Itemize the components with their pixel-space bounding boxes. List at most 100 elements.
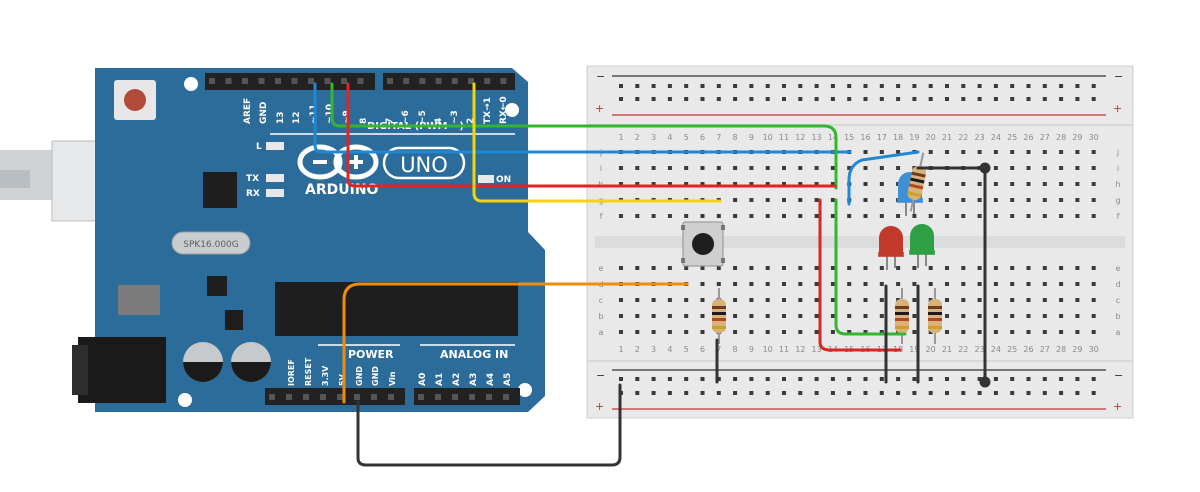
rail-hole[interactable] — [667, 391, 672, 395]
breadboard-hole[interactable] — [651, 314, 656, 318]
header-pin[interactable] — [357, 78, 364, 84]
breadboard-hole[interactable] — [1010, 198, 1015, 202]
rail-hole[interactable] — [765, 84, 770, 88]
breadboard-hole[interactable] — [863, 282, 868, 286]
breadboard-hole[interactable] — [635, 214, 640, 218]
breadboard-hole[interactable] — [961, 298, 966, 302]
rail-hole[interactable] — [1026, 391, 1031, 395]
rail-hole[interactable] — [863, 377, 868, 381]
breadboard-hole[interactable] — [993, 198, 998, 202]
breadboard-hole[interactable] — [945, 150, 949, 154]
breadboard-hole[interactable] — [1091, 150, 1096, 154]
header-pin[interactable] — [388, 394, 394, 400]
breadboard-hole[interactable] — [830, 298, 835, 302]
breadboard-hole[interactable] — [912, 330, 917, 334]
breadboard-hole[interactable] — [667, 214, 672, 218]
rail-hole[interactable] — [765, 377, 770, 381]
breadboard-hole[interactable] — [912, 314, 917, 318]
rail-hole[interactable] — [961, 97, 966, 101]
breadboard-hole[interactable] — [1010, 166, 1015, 170]
rail-hole[interactable] — [1026, 377, 1031, 381]
rail-hole[interactable] — [1010, 84, 1015, 88]
breadboard-hole[interactable] — [977, 214, 982, 218]
header-pin[interactable] — [435, 78, 442, 84]
breadboard-hole[interactable] — [651, 166, 656, 170]
breadboard-hole[interactable] — [1010, 214, 1015, 218]
breadboard-hole[interactable] — [879, 166, 884, 170]
header-pin[interactable] — [242, 78, 248, 84]
header-pin[interactable] — [468, 78, 474, 84]
breadboard-hole[interactable] — [1010, 182, 1015, 186]
rail-hole[interactable] — [749, 391, 754, 395]
rail-hole[interactable] — [847, 97, 852, 101]
breadboard-hole[interactable] — [765, 214, 770, 218]
breadboard-hole[interactable] — [667, 298, 672, 302]
breadboard-hole[interactable] — [635, 298, 640, 302]
rail-hole[interactable] — [635, 84, 640, 88]
breadboard-hole[interactable] — [765, 166, 770, 170]
rail-hole[interactable] — [1059, 377, 1064, 381]
breadboard-hole[interactable] — [1059, 150, 1064, 154]
rail-hole[interactable] — [765, 97, 770, 101]
breadboard-hole[interactable] — [896, 282, 901, 286]
breadboard-hole[interactable] — [635, 182, 640, 186]
rail-hole[interactable] — [928, 391, 933, 395]
rail-hole[interactable] — [749, 84, 754, 88]
rail-hole[interactable] — [977, 377, 982, 381]
header-pin[interactable] — [225, 78, 232, 84]
breadboard-hole[interactable] — [993, 214, 998, 218]
breadboard-hole[interactable] — [765, 198, 770, 202]
breadboard-hole[interactable] — [684, 166, 689, 170]
breadboard-hole[interactable] — [733, 166, 738, 170]
rail-hole[interactable] — [651, 84, 656, 88]
header-pin[interactable] — [337, 394, 343, 400]
breadboard-hole[interactable] — [782, 214, 786, 218]
breadboard-hole[interactable] — [684, 266, 689, 270]
rail-hole[interactable] — [879, 97, 884, 101]
breadboard-hole[interactable] — [749, 330, 754, 334]
breadboard-hole[interactable] — [700, 298, 705, 302]
breadboard-hole[interactable] — [961, 182, 966, 186]
breadboard-hole[interactable] — [1059, 182, 1064, 186]
rail-hole[interactable] — [651, 377, 656, 381]
breadboard-hole[interactable] — [879, 266, 884, 270]
rail-hole[interactable] — [928, 84, 933, 88]
breadboard-hole[interactable] — [993, 182, 998, 186]
rail-hole[interactable] — [782, 377, 786, 381]
breadboard-hole[interactable] — [765, 330, 770, 334]
breadboard-hole[interactable] — [863, 182, 868, 186]
breadboard-hole[interactable] — [879, 214, 884, 218]
breadboard-hole[interactable] — [1091, 266, 1096, 270]
rail-hole[interactable] — [667, 97, 672, 101]
rail-hole[interactable] — [814, 391, 819, 395]
breadboard-hole[interactable] — [814, 266, 819, 270]
header-pin[interactable] — [419, 78, 426, 84]
breadboard-hole[interactable] — [782, 314, 786, 318]
header-pin[interactable] — [503, 394, 509, 400]
breadboard-hole[interactable] — [635, 166, 640, 170]
rail-hole[interactable] — [830, 391, 835, 395]
breadboard-hole[interactable] — [814, 166, 819, 170]
rail-hole[interactable] — [1075, 97, 1080, 101]
breadboard-hole[interactable] — [847, 314, 852, 318]
rail-hole[interactable] — [684, 391, 689, 395]
breadboard-hole[interactable] — [782, 198, 786, 202]
breadboard-hole[interactable] — [1075, 266, 1080, 270]
breadboard-hole[interactable] — [896, 266, 901, 270]
breadboard-hole[interactable] — [667, 182, 672, 186]
rail-hole[interactable] — [733, 97, 738, 101]
breadboard-hole[interactable] — [863, 150, 868, 154]
rail-hole[interactable] — [1042, 84, 1047, 88]
breadboard-hole[interactable] — [1010, 282, 1015, 286]
breadboard-hole[interactable] — [700, 314, 705, 318]
rail-hole[interactable] — [1010, 391, 1015, 395]
breadboard-hole[interactable] — [749, 166, 754, 170]
breadboard-hole[interactable] — [716, 214, 721, 218]
breadboard-hole[interactable] — [1059, 330, 1064, 334]
breadboard-hole[interactable] — [879, 298, 884, 302]
rail-hole[interactable] — [896, 391, 901, 395]
breadboard-hole[interactable] — [847, 166, 852, 170]
breadboard-hole[interactable] — [912, 298, 917, 302]
breadboard-hole[interactable] — [798, 214, 803, 218]
breadboard-hole[interactable] — [1042, 214, 1047, 218]
